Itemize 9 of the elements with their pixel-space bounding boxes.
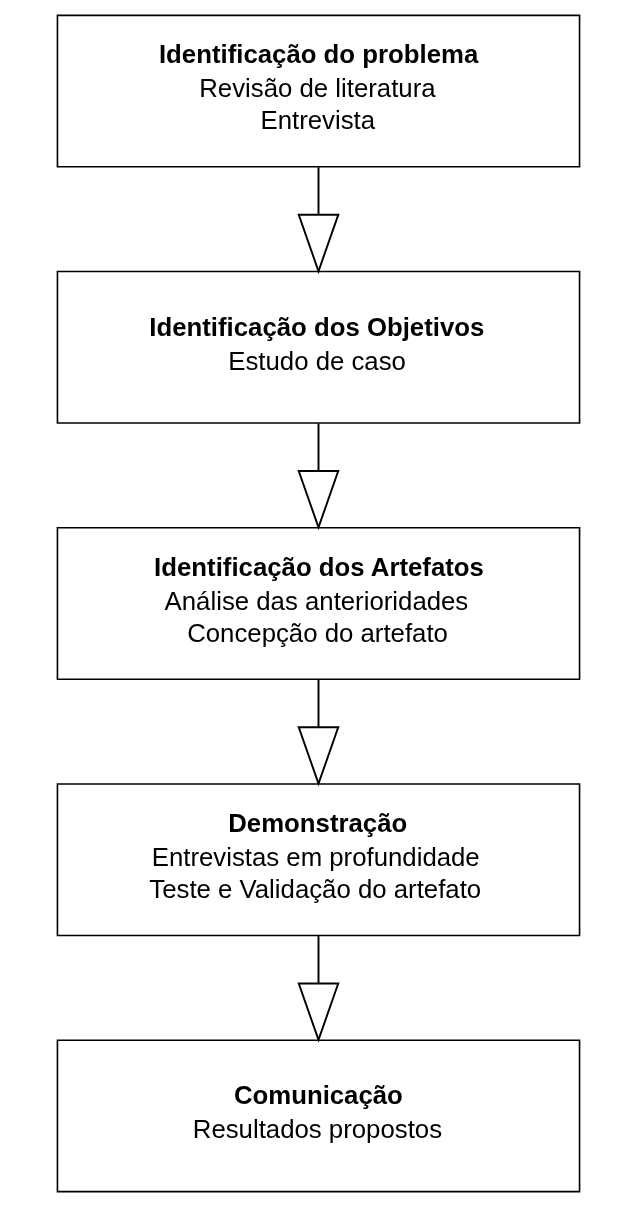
node-box: Identificação do problema Revisão de literatura Entrevista <box>56 14 581 168</box>
node-box: Demonstração Entrevistas em profundidade Teste e Validação do artefato <box>56 783 581 937</box>
arrow <box>297 422 340 531</box>
node-box: Identificação dos Artefatos Análise das anterioridades Concepção do artefato <box>56 526 581 681</box>
node-box: Comunicação Resultados propostos <box>56 1039 581 1193</box>
arrow <box>297 678 340 787</box>
node-box: Identificação dos Objetivos Estudo de caso <box>56 270 581 424</box>
arrow <box>297 166 340 275</box>
arrow <box>297 934 340 1043</box>
